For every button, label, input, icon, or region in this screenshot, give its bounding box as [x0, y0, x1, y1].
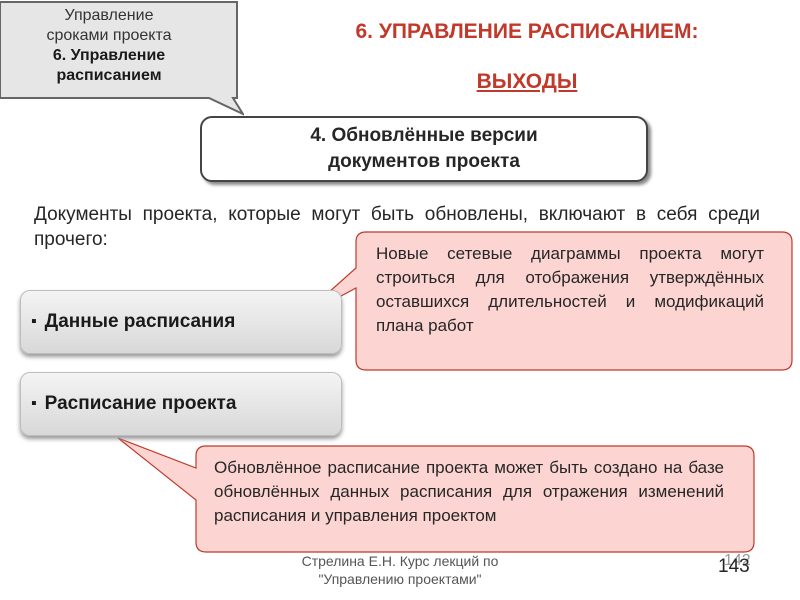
- output-box: 4. Обновлённые версии документов проекта: [200, 116, 648, 182]
- section-callout-line: сроками проекта: [46, 27, 172, 44]
- section-callout-line: Управление: [64, 7, 154, 24]
- schedule-data-note: Новые сетевые диаграммы проекта могут ст…: [376, 244, 764, 335]
- section-callout-line: расписанием: [56, 67, 162, 84]
- page-number: 143: [718, 556, 750, 577]
- page-subtitle: ВЫХОДЫ: [262, 70, 792, 94]
- footer-line: "Управлению проектами": [318, 571, 482, 587]
- footer-credit: Стрелина Е.Н. Курс лекций по "Управлению…: [260, 552, 540, 588]
- page-title: 6. УПРАВЛЕНИЕ РАСПИСАНИЕМ:: [355, 20, 699, 43]
- section-callout-text: Управление сроками проекта 6. Управление…: [14, 6, 204, 86]
- footer-line: Стрелина Е.Н. Курс лекций по: [301, 553, 499, 569]
- output-box-line: документов проекта: [328, 151, 520, 172]
- section-callout-line: 6. Управление: [52, 47, 166, 64]
- item-label: Расписание проекта: [44, 393, 237, 414]
- page-number-ghost: 142: [724, 552, 751, 569]
- schedule-data-item: ▪ Данные расписания: [20, 290, 342, 354]
- project-schedule-item: ▪ Расписание проекта: [20, 372, 342, 436]
- output-box-line: 4. Обновлённые версии: [310, 125, 538, 146]
- bullet-icon: ▪: [31, 395, 37, 412]
- bullet-icon: ▪: [31, 313, 37, 330]
- page-subtitle-text: ВЫХОДЫ: [476, 70, 578, 93]
- project-schedule-note: Обновлённое расписание проекта может быт…: [214, 458, 724, 525]
- item-label: Данные расписания: [44, 311, 236, 332]
- section-callout: [0, 1, 244, 116]
- intro-text: Документы проекта, которые могут быть об…: [34, 204, 760, 250]
